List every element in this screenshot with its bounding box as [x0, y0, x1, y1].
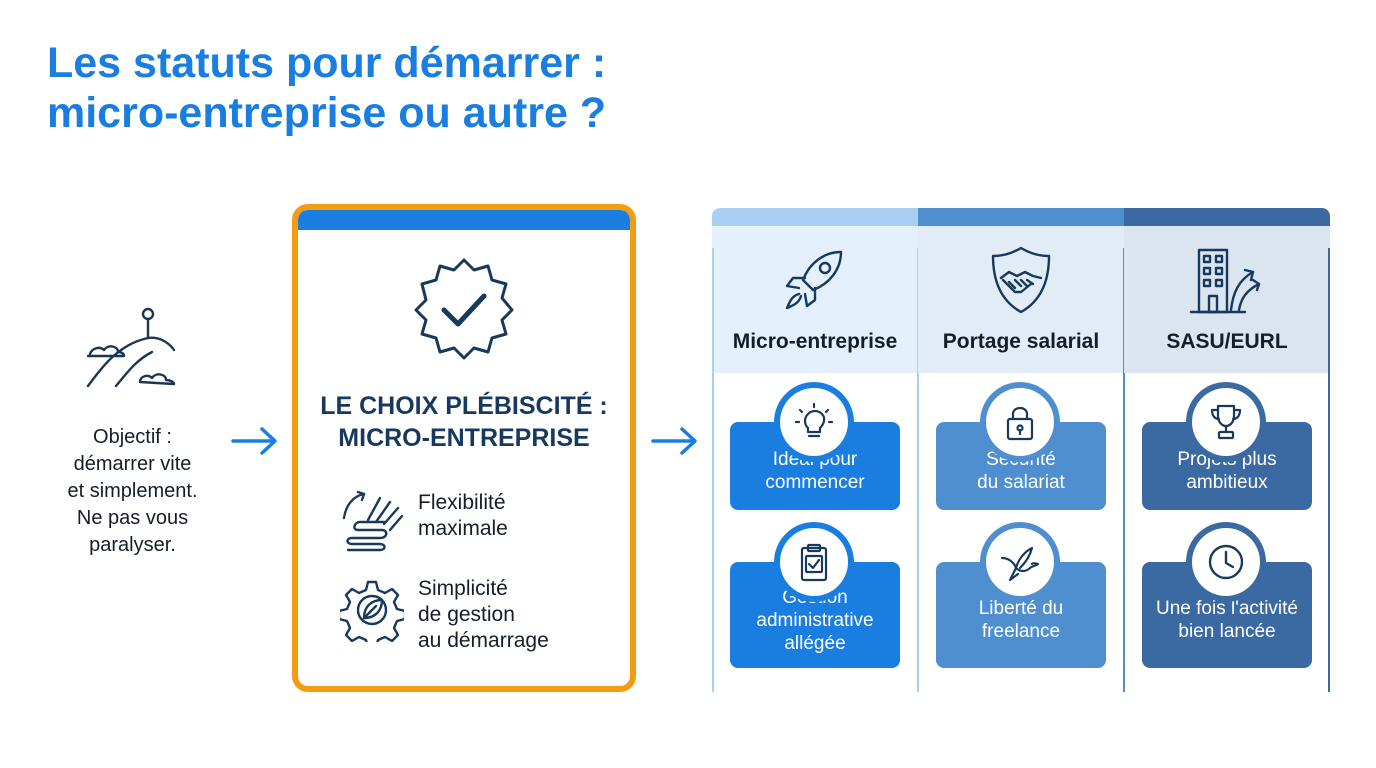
- trophy-icon: [1210, 404, 1242, 440]
- arrow-right-icon: [651, 427, 697, 455]
- choice-title-line: LE CHOIX PLÉBISCITÉ :: [320, 392, 608, 420]
- mountain-flag-icon: [86, 307, 176, 388]
- column-name: Portage salarial: [942, 330, 1100, 353]
- column-micro-entreprise: Micro-entreprise Idéal pour commencer Ge…: [712, 208, 919, 692]
- rocket-icon: [785, 250, 843, 310]
- column-portage-salarial: Portage salarial Sécurité du salariat Li…: [918, 208, 1125, 692]
- recommended-choice-card: LE CHOIX PLÉBISCITÉ : MICRO-ENTREPRISE F…: [292, 204, 636, 692]
- feature-text: Flexibilité maximale: [418, 491, 508, 540]
- lightbulb-icon: [794, 402, 834, 438]
- column-divider: [1328, 248, 1330, 692]
- clipboard-check-icon: [800, 543, 828, 582]
- bird-icon: [1000, 546, 1040, 582]
- feature-item: Simplicité de gestion au démarrage: [340, 576, 549, 654]
- card-top-bar: [298, 210, 630, 230]
- comparison-grid: Micro-entreprise Idéal pour commencer Ge…: [712, 208, 1330, 692]
- feature-item: Flexibilité maximale: [340, 490, 508, 556]
- page-title-line: micro-entreprise ou autre ?: [47, 89, 607, 137]
- choice-title: LE CHOIX PLÉBISCITÉ : MICRO-ENTREPRISE: [298, 390, 630, 454]
- column-divider: [917, 248, 919, 692]
- card-icon-circle: [1192, 528, 1260, 596]
- lock-icon: [1006, 406, 1034, 441]
- gear-leaf-icon: [340, 580, 404, 642]
- column-name: Micro-entreprise: [732, 330, 898, 353]
- card-icon-circle: [780, 388, 848, 456]
- card-icon-circle: [1192, 388, 1260, 456]
- spring-icon: [342, 490, 404, 552]
- feature-text: Simplicité de gestion au démarrage: [418, 577, 549, 652]
- arrow-right-icon: [231, 427, 277, 455]
- building-growth-icon: [1189, 248, 1261, 314]
- column-sasu-eurl: SASU/EURL Projets plus ambitieux Une foi…: [1124, 208, 1330, 692]
- column-top-bar: [918, 208, 1124, 226]
- card-icon-circle: [986, 528, 1054, 596]
- handshake-shield-icon: [991, 246, 1051, 314]
- column-top-bar: [712, 208, 918, 226]
- page-title-line: Les statuts pour démarrer :: [47, 39, 607, 87]
- card-icon-circle: [986, 388, 1054, 456]
- objective-block: Objectif : démarrer vite et simplement. …: [60, 304, 205, 559]
- verified-badge-icon: [414, 258, 514, 360]
- column-divider: [712, 248, 714, 692]
- card-icon-circle: [780, 528, 848, 596]
- page-title: Les statuts pour démarrer : micro-entrep…: [47, 38, 947, 138]
- column-divider: [1123, 248, 1125, 692]
- clock-icon: [1208, 544, 1244, 580]
- column-header: [918, 226, 1124, 373]
- column-name: SASU/EURL: [1166, 330, 1288, 353]
- column-top-bar: [1124, 208, 1330, 226]
- choice-title-line: MICRO-ENTREPRISE: [338, 424, 590, 452]
- objective-text: Objectif : démarrer vite et simplement. …: [67, 426, 198, 556]
